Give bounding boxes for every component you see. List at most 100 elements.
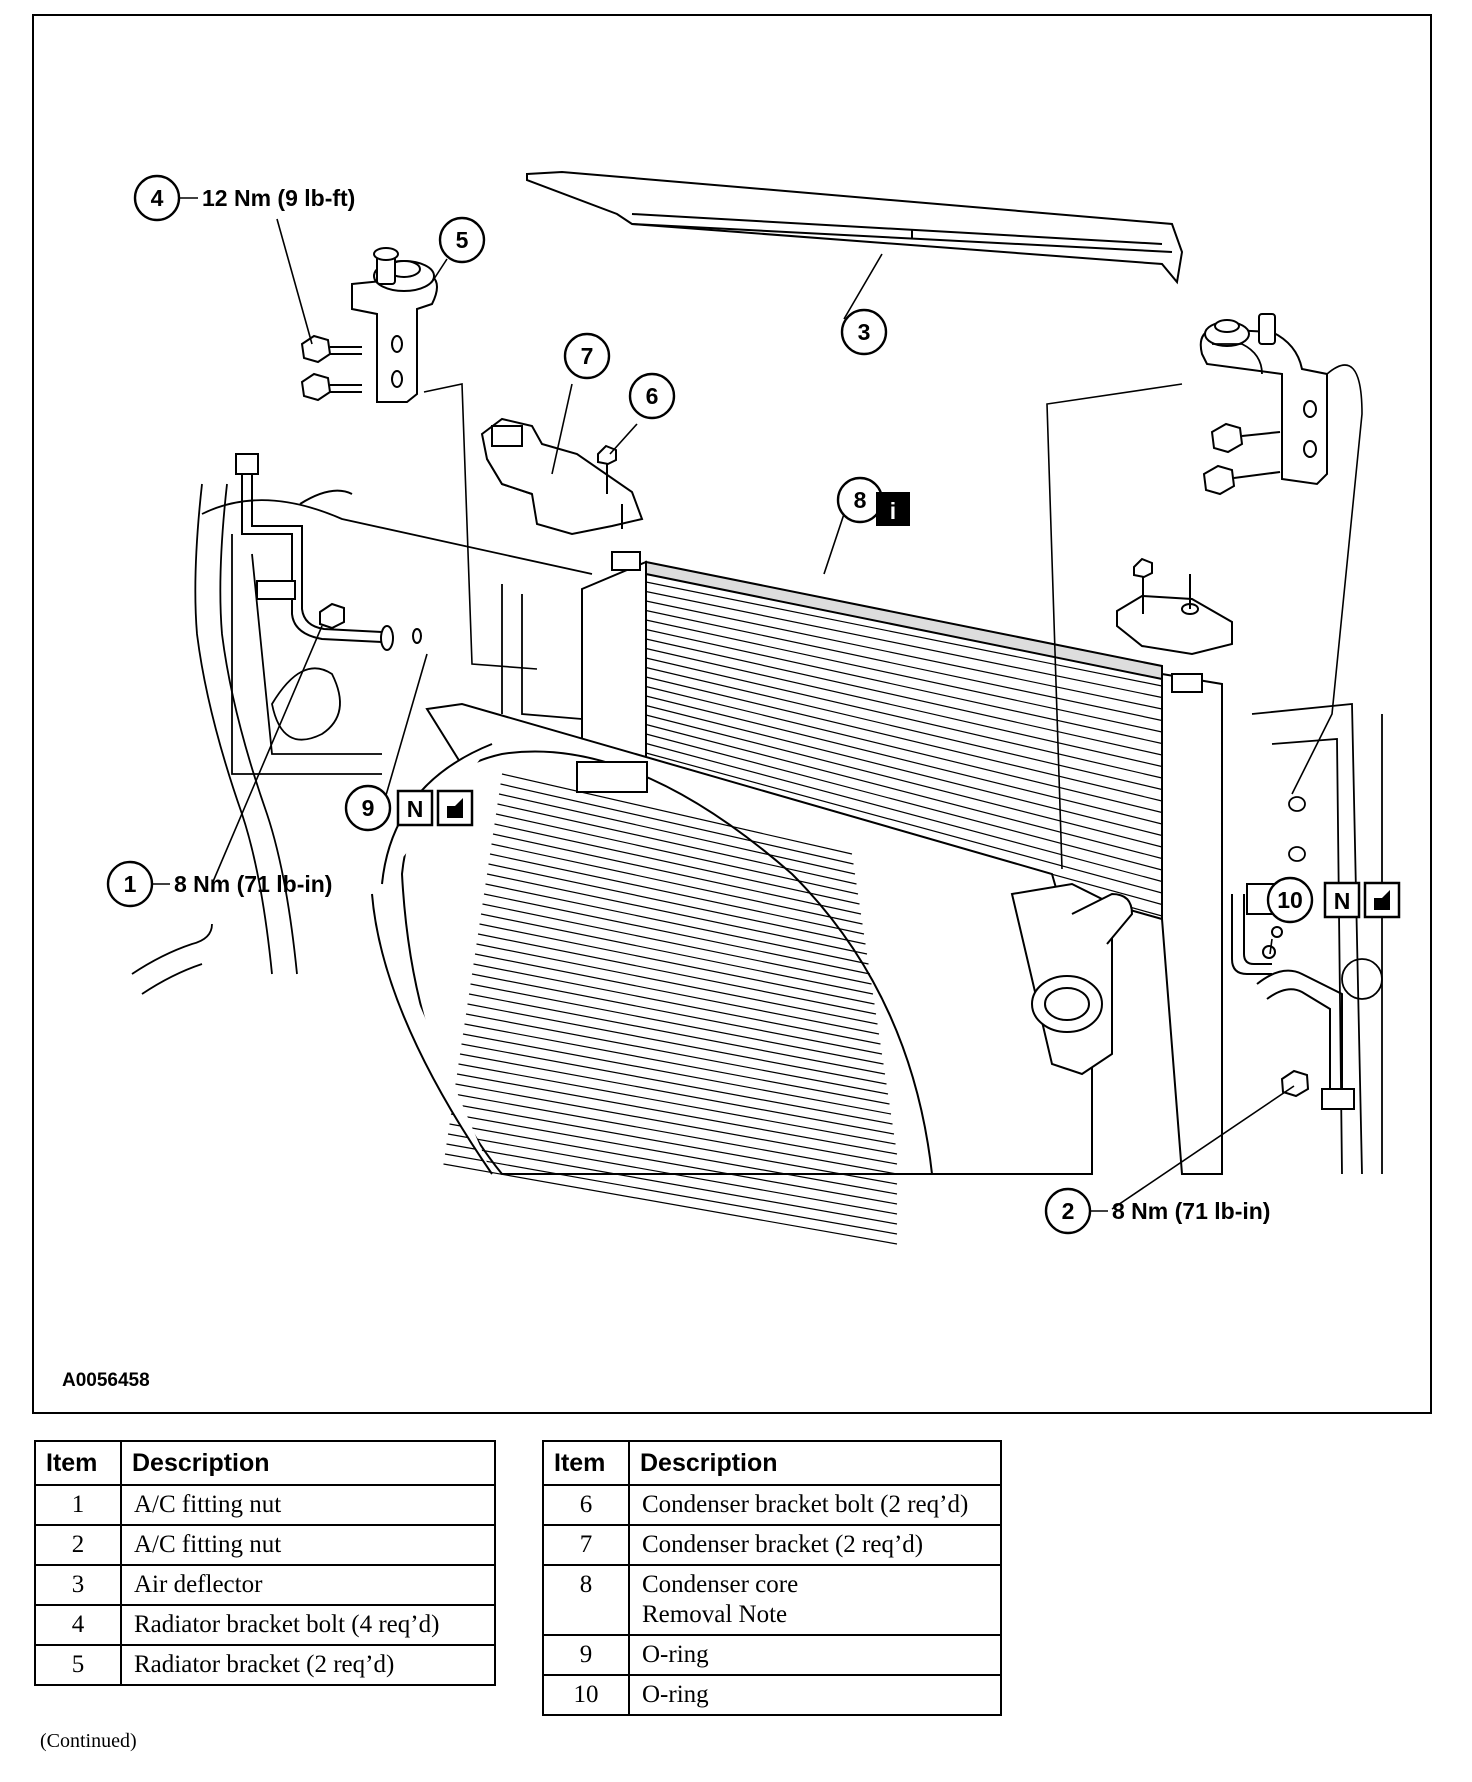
callout-2: 2 8 Nm (71 lb-in)	[1044, 1187, 1270, 1235]
item-description: Air deflector	[120, 1564, 496, 1606]
description-text: Condenser bracket bolt (2 req’d)	[642, 1491, 969, 1518]
legend-header: Item Description	[542, 1440, 1002, 1486]
callout-6: 6	[628, 372, 676, 420]
air-deflector	[526, 170, 1184, 285]
radiator-bracket-bolts-left	[300, 334, 362, 402]
legend-table-right: Item Description 6 Condenser bracket bolt…	[542, 1440, 1002, 1716]
callout-number: 10	[1277, 887, 1303, 913]
column-header-item: Item	[34, 1440, 122, 1486]
callout-number: 7	[581, 343, 594, 369]
description-text: Air deflector	[134, 1571, 263, 1598]
table-row: 5 Radiator bracket (2 req’d)	[34, 1644, 496, 1686]
new-part-badge-9: N	[396, 789, 474, 827]
torque-spec: 12 Nm (9 lb-ft)	[202, 185, 355, 211]
callout-8: 8	[836, 476, 884, 524]
callout-circle	[438, 216, 486, 264]
removal-note-link[interactable]: Removal Note	[642, 1601, 788, 1628]
leader-lines	[211, 218, 1363, 1210]
callout-number: 4	[151, 185, 164, 211]
radiator-bracket-bolts-right	[1202, 422, 1281, 496]
table-row: 2 A/C fitting nut	[34, 1524, 496, 1566]
column-header-description: Description	[628, 1440, 1002, 1486]
item-description: A/C fitting nut	[120, 1484, 496, 1526]
item-description: Radiator bracket bolt (4 req’d)	[120, 1604, 496, 1646]
description-text: Condenser bracket (2 req’d)	[642, 1531, 924, 1558]
table-row: 10 O-ring	[542, 1674, 1002, 1716]
item-number: 3	[34, 1564, 122, 1606]
column-header-description: Description	[120, 1440, 496, 1486]
callout-circle	[628, 372, 676, 420]
svg-text:N: N	[1334, 888, 1351, 914]
o-ring-10	[1262, 945, 1276, 959]
condenser-bracket	[480, 417, 644, 536]
torque-spec: 8 Nm (71 lb-in)	[1112, 1198, 1270, 1224]
vehicle-body	[131, 343, 1383, 1175]
item-number: 4	[34, 1604, 122, 1646]
fitting-nut-1	[319, 602, 345, 630]
callout-5: 5	[438, 216, 486, 264]
table-row: 3 Air deflector	[34, 1564, 496, 1606]
callout-4: 4 12 Nm (9 lb-ft)	[133, 174, 355, 222]
item-description: O-ring	[628, 1674, 1002, 1716]
description-text: A/C fitting nut	[134, 1491, 282, 1518]
item-number: 5	[34, 1644, 122, 1686]
callout-circle	[1266, 876, 1314, 924]
svg-text:i: i	[890, 498, 896, 524]
condenser-bracket-bolt	[597, 444, 623, 529]
description-text: O-ring	[642, 1681, 709, 1708]
item-number: 10	[542, 1674, 630, 1716]
table-row: 9 O-ring	[542, 1634, 1002, 1676]
figure-id: A0056458	[62, 1370, 150, 1391]
table-row: 6 Condenser bracket bolt (2 req’d)	[542, 1484, 1002, 1526]
o-ring-9	[380, 625, 422, 651]
callout-10: 10	[1266, 876, 1314, 924]
item-number: 7	[542, 1524, 630, 1566]
item-number: 2	[34, 1524, 122, 1566]
callout-circle	[344, 784, 392, 832]
table-row: 7 Condenser bracket (2 req’d)	[542, 1524, 1002, 1566]
callout-number: 8	[854, 487, 867, 513]
item-number: 6	[542, 1484, 630, 1526]
callout-number: 5	[456, 227, 469, 253]
callout-number: 3	[858, 319, 871, 345]
callout-number: 6	[646, 383, 659, 409]
item-description: Condenser bracket (2 req’d)	[628, 1524, 1002, 1566]
radiator-bracket-right	[1199, 313, 1328, 486]
callout-number: 2	[1062, 1198, 1075, 1224]
torque-spec: 8 Nm (71 lb-in)	[174, 871, 332, 897]
item-description: Radiator bracket (2 req’d)	[120, 1644, 496, 1686]
condenser-bracket-right	[1116, 557, 1233, 656]
table-row: 1 A/C fitting nut	[34, 1484, 496, 1526]
legend-header: Item Description	[34, 1440, 496, 1486]
radiator-bracket-left	[351, 247, 438, 403]
callout-circle	[563, 332, 611, 380]
svg-text:N: N	[407, 796, 424, 822]
info-badge: i	[876, 492, 910, 526]
callout-7: 7	[563, 332, 611, 380]
callout-3: 3	[840, 308, 888, 356]
column-header-item: Item	[542, 1440, 630, 1486]
new-part-badge-10: N	[1323, 881, 1401, 919]
item-description: A/C fitting nut	[120, 1524, 496, 1566]
description-text: A/C fitting nut	[134, 1531, 282, 1558]
callout-9: 9	[344, 784, 392, 832]
description-text: Radiator bracket (2 req’d)	[134, 1651, 395, 1678]
continued-note: (Continued)	[40, 1730, 137, 1752]
item-number: 1	[34, 1484, 122, 1526]
callout-number: 9	[362, 795, 375, 821]
item-number: 8	[542, 1564, 630, 1636]
radiator-shroud	[371, 702, 1134, 1245]
item-number: 9	[542, 1634, 630, 1676]
item-description: Condenser bracket bolt (2 req’d)	[628, 1484, 1002, 1526]
condenser-core	[581, 551, 1223, 1175]
ac-lines	[235, 453, 1355, 1110]
description-text: O-ring	[642, 1641, 709, 1668]
description-text: Condenser core	[642, 1571, 799, 1598]
